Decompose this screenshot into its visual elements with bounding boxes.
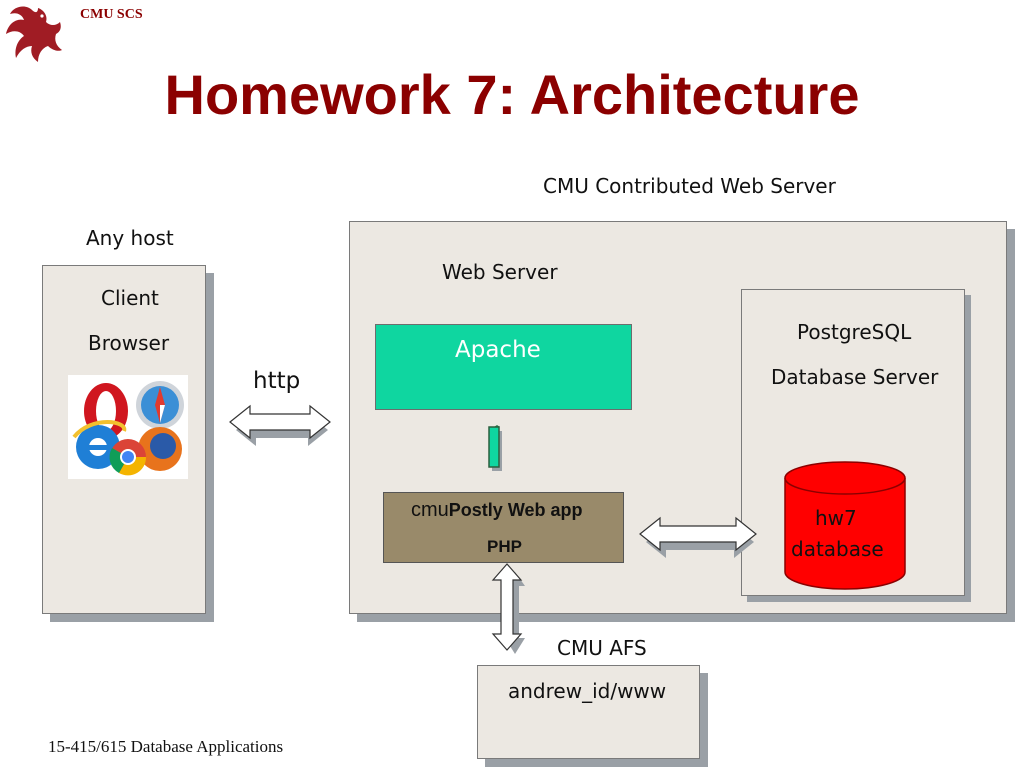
afs-box [477, 665, 700, 759]
afs-label: CMU AFS [557, 636, 647, 660]
app-prefix: cmu [411, 499, 449, 521]
browser-label: Browser [88, 331, 170, 355]
browser-logos-icon [68, 375, 188, 479]
apache-label: Apache [455, 337, 541, 363]
page-title: Homework 7: Architecture [164, 63, 860, 126]
any-host-label: Any host [86, 226, 174, 250]
http-arrow [229, 404, 331, 446]
apache-app-arrow [488, 425, 502, 471]
hw7-label: hw7 [815, 506, 857, 530]
client-label: Client [101, 286, 159, 310]
php-label: PHP [487, 537, 522, 556]
database-cylinder-icon [784, 461, 906, 590]
database-label: database [791, 537, 884, 561]
postgres-label: PostgreSQL [797, 320, 912, 344]
app-db-arrow [639, 516, 757, 558]
server-caption: CMU Contributed Web Server [543, 174, 836, 198]
postly-app-box: cmuPostly Web app PHP [383, 492, 624, 563]
app-name: Postly Web app [448, 500, 583, 520]
app-title: cmuPostly Web app [411, 499, 583, 522]
http-label: http [253, 368, 301, 394]
dragon-logo [6, 6, 62, 62]
andrew-label: andrew_id/www [508, 679, 667, 703]
brand-label: CMU SCS [80, 7, 143, 22]
app-afs-arrow [491, 563, 525, 654]
apache-box: Apache [375, 324, 632, 410]
footer-course: 15-415/615 Database Applications [48, 737, 284, 756]
web-server-label: Web Server [442, 260, 558, 284]
db-server-label: Database Server [771, 365, 939, 389]
